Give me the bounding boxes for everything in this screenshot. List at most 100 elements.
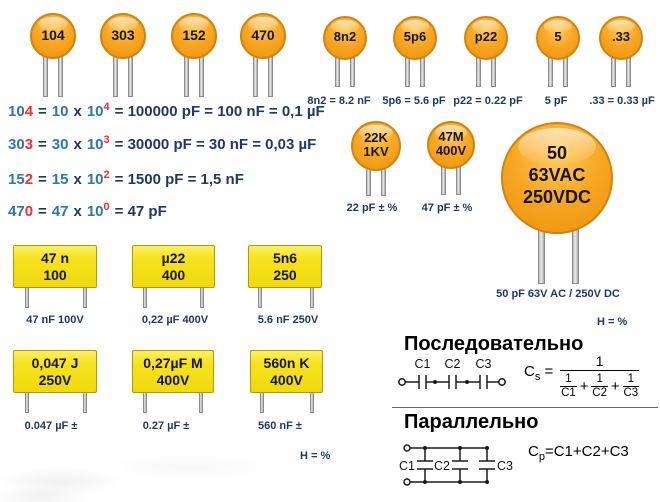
disc-caption: 50 pF 63V AC / 250V DC xyxy=(496,288,620,300)
capacitor-leg xyxy=(143,392,147,413)
film-label: 250 xyxy=(273,266,297,283)
capacitor-leg xyxy=(626,56,631,87)
ceramic-disc-5p6: 5p6 xyxy=(393,16,437,88)
gloss-highlight xyxy=(518,128,596,166)
gloss-highlight xyxy=(435,124,467,140)
capacitor-leg xyxy=(43,53,48,97)
ceramic-disc-dot33: .33 xyxy=(599,16,643,88)
junction-dot-icon xyxy=(465,380,469,384)
capacitor-leg xyxy=(199,53,204,97)
junction-dot-icon xyxy=(433,380,437,384)
capacitor-leg xyxy=(611,56,616,87)
mantissa: 30 xyxy=(51,136,69,153)
terminal-icon xyxy=(498,378,506,386)
disc-label: .33 xyxy=(611,29,631,45)
disc-caption: .33 = 0.33 µF xyxy=(589,95,655,107)
times-sign: x xyxy=(73,171,82,188)
capacitor-leg xyxy=(476,56,481,87)
code-digits: 10 xyxy=(8,103,25,120)
capacitor-leg xyxy=(310,287,314,308)
ceramic-disc-152: 152 xyxy=(171,13,217,97)
capacitor-leg xyxy=(366,167,371,196)
film-label: 400 xyxy=(161,266,186,283)
disc-caption: 5 pF xyxy=(544,95,568,107)
formula-result: = 30000 pF = 30 nF = 0,03 µF xyxy=(114,136,317,153)
capacitor-leg xyxy=(491,56,496,87)
disc-caption: 5p6 = 5.6 pF xyxy=(382,95,446,107)
gloss-highlight xyxy=(330,19,360,34)
capacitor-leg xyxy=(253,53,258,97)
capacitor-leg xyxy=(563,56,568,87)
gloss-highlight xyxy=(606,19,636,34)
disc-body: p22 xyxy=(464,16,508,60)
series-section-title: Последовательно xyxy=(404,333,584,355)
parallel-formula: Cp=C1+C2+C3 xyxy=(528,443,629,463)
plus-sign: + xyxy=(579,378,589,396)
film-label: 47 n xyxy=(40,249,69,266)
disc-label: 5 xyxy=(554,29,562,45)
capacitor-leg xyxy=(83,392,87,413)
equals-sign: = xyxy=(38,203,47,220)
plus-sign: + xyxy=(610,378,620,396)
capacitor-ref-label: C1 xyxy=(399,459,415,473)
code-digits: 30 xyxy=(8,136,25,153)
disc-caption: 8n2 = 8.2 nF xyxy=(307,95,371,107)
series-circuit-diagram: C1 C2 C3 xyxy=(398,357,506,389)
capacitor-leg xyxy=(83,287,87,308)
capacitor-leg xyxy=(420,56,425,87)
base-ten: 10 xyxy=(86,171,104,188)
disc-body: 152 xyxy=(171,13,217,59)
fraction-numerator: 1 xyxy=(560,353,640,371)
film-label: 400V xyxy=(156,371,190,388)
terminal-icon xyxy=(403,444,411,452)
exponent: 2 xyxy=(103,169,110,181)
tolerance-note: H = % xyxy=(300,450,331,462)
parallel-section-title: Параллельно xyxy=(404,411,539,433)
junction-dot-icon xyxy=(485,480,489,484)
capacitor-leg xyxy=(200,287,204,308)
mantissa: 15 xyxy=(51,171,69,188)
series-formula-lhs: Cs = xyxy=(524,363,554,383)
disc-label: 5p6 xyxy=(403,29,427,45)
code-multiplier: 3 xyxy=(24,136,34,153)
disc-caption: 47 pF ± % xyxy=(421,202,473,214)
ceramic-disc-470: 470 xyxy=(240,13,286,97)
capacitor-leg xyxy=(25,287,29,308)
terminal-icon xyxy=(403,478,411,486)
disc-body: 5 xyxy=(536,16,580,60)
code-multiplier: 4 xyxy=(24,103,34,120)
junction-dot-icon xyxy=(458,480,462,484)
capacitor-leg xyxy=(25,392,29,413)
capacitor-leg xyxy=(456,165,461,195)
gloss-highlight xyxy=(359,124,393,141)
film-caption: 0.27 µF ± xyxy=(142,420,190,432)
capacitor-leg xyxy=(441,165,446,195)
film-label: 400V xyxy=(270,371,303,388)
capacitor-leg xyxy=(143,287,147,308)
mantissa: 10 xyxy=(51,103,69,120)
film-label: 560n K xyxy=(263,354,310,371)
base-ten: 10 xyxy=(86,203,104,220)
disc-label: p22 xyxy=(474,29,498,45)
capacitor-ref-label: C1 xyxy=(415,357,431,371)
junction-dot-icon xyxy=(423,446,427,450)
capacitor-leg xyxy=(258,287,262,308)
tolerance-note: H = % xyxy=(597,316,628,328)
film-caption: 0.047 µF ± xyxy=(24,420,78,432)
film-label: 100 xyxy=(43,266,67,283)
disc-label: 470 xyxy=(251,26,275,43)
film-label: 0,27µF M xyxy=(143,354,203,371)
